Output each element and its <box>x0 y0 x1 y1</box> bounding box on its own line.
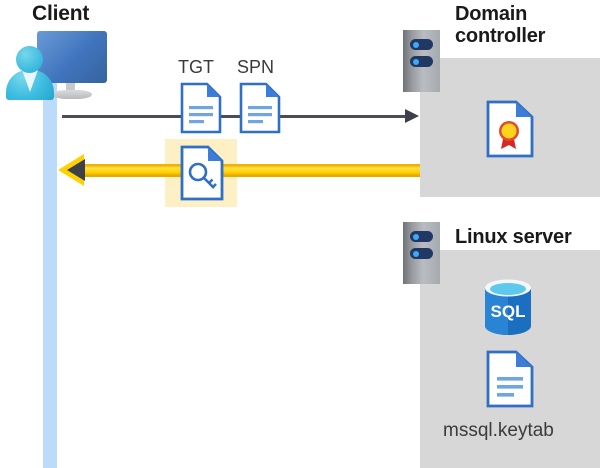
domain-controller-server-rack-icon <box>403 30 440 92</box>
sql-database-icon: SQL <box>482 278 534 336</box>
response-arrow-head-icon <box>67 159 85 181</box>
linux-server-server-rack-icon <box>403 222 440 284</box>
client-lifeline <box>43 60 57 468</box>
rack-bay-icon <box>410 231 433 242</box>
linux-server-title: Linux server <box>455 226 572 248</box>
request-arrow-head-icon <box>405 109 419 123</box>
domain-controller-title-line2: controller <box>455 25 546 48</box>
certificate-document-icon <box>486 100 534 158</box>
sql-database-label: SQL <box>491 302 526 321</box>
monitor-stand-icon <box>66 83 75 95</box>
service-ticket-key-document-icon <box>180 145 224 201</box>
client-title: Client <box>32 2 90 25</box>
rack-bay-icon <box>410 56 433 67</box>
person-head-icon <box>16 46 43 73</box>
rack-bay-icon <box>410 39 433 50</box>
domain-controller-title-line1: Domain <box>455 3 528 25</box>
spn-label: SPN <box>237 57 275 77</box>
response-arrow-line <box>78 164 420 177</box>
rack-bay-icon <box>410 248 433 259</box>
keytab-document-icon <box>486 350 534 408</box>
domain-controller-title: Domain controller <box>455 3 595 48</box>
tgt-label: TGT <box>178 57 214 77</box>
keytab-filename-label: mssql.keytab <box>443 420 554 441</box>
request-arrow-line <box>62 115 410 118</box>
spn-document-icon <box>239 82 281 134</box>
monitor-icon <box>37 31 107 83</box>
tgt-document-icon <box>180 82 222 134</box>
monitor-base-icon <box>52 90 92 99</box>
